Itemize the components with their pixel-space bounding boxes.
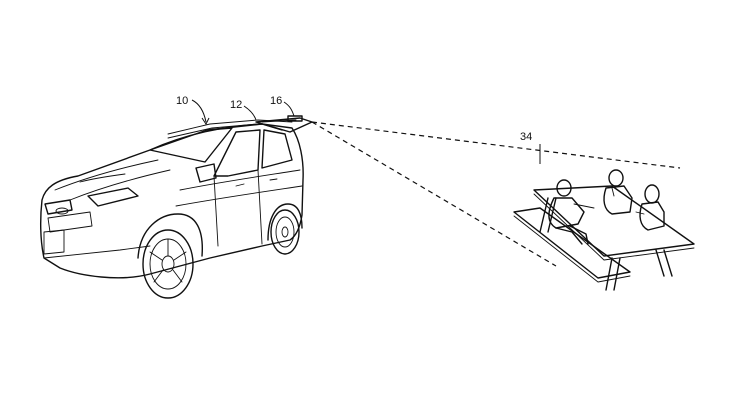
reference-labels: 10 12 16 34	[176, 95, 541, 164]
projection-beams	[311, 121, 681, 267]
vehicle	[39, 115, 313, 299]
person-1	[548, 179, 595, 245]
person-2	[603, 169, 633, 215]
label-projection-area: 34	[520, 131, 532, 143]
picnic-scene	[513, 169, 695, 291]
label-roof: 12	[230, 99, 242, 111]
person-3	[635, 184, 665, 231]
label-vehicle: 10	[176, 95, 188, 107]
label-projector: 16	[270, 95, 282, 107]
